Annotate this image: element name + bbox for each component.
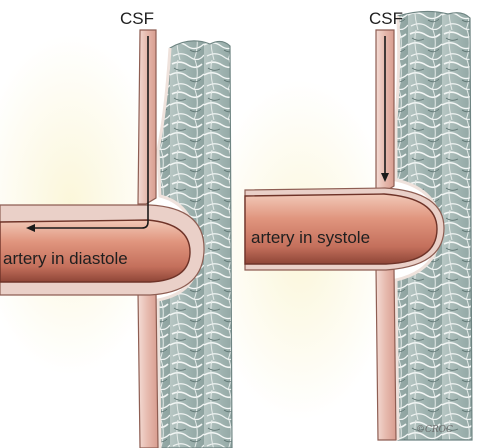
csf-channel-left-upper xyxy=(137,29,157,205)
artery-label-systole: artery in systole xyxy=(251,228,370,247)
csf-channel-right-lower xyxy=(375,267,397,441)
csf-label-diastole: CSF xyxy=(120,9,154,28)
panel-systole: CSF artery in systole xyxy=(244,9,473,441)
pia-edge-right xyxy=(394,15,442,441)
panel-diastole: CSF artery in diastole xyxy=(0,9,233,448)
csf-flow-arrow-left xyxy=(26,36,149,232)
csf-label-systole: CSF xyxy=(369,9,403,28)
artery-diastole xyxy=(0,219,191,283)
csf-channel-left-lower xyxy=(137,291,159,448)
pia-edge-left xyxy=(156,47,200,448)
artist-signature: ©CROC xyxy=(416,425,453,435)
artery-label-diastole: artery in diastole xyxy=(3,249,128,268)
artery-systole xyxy=(244,193,438,265)
